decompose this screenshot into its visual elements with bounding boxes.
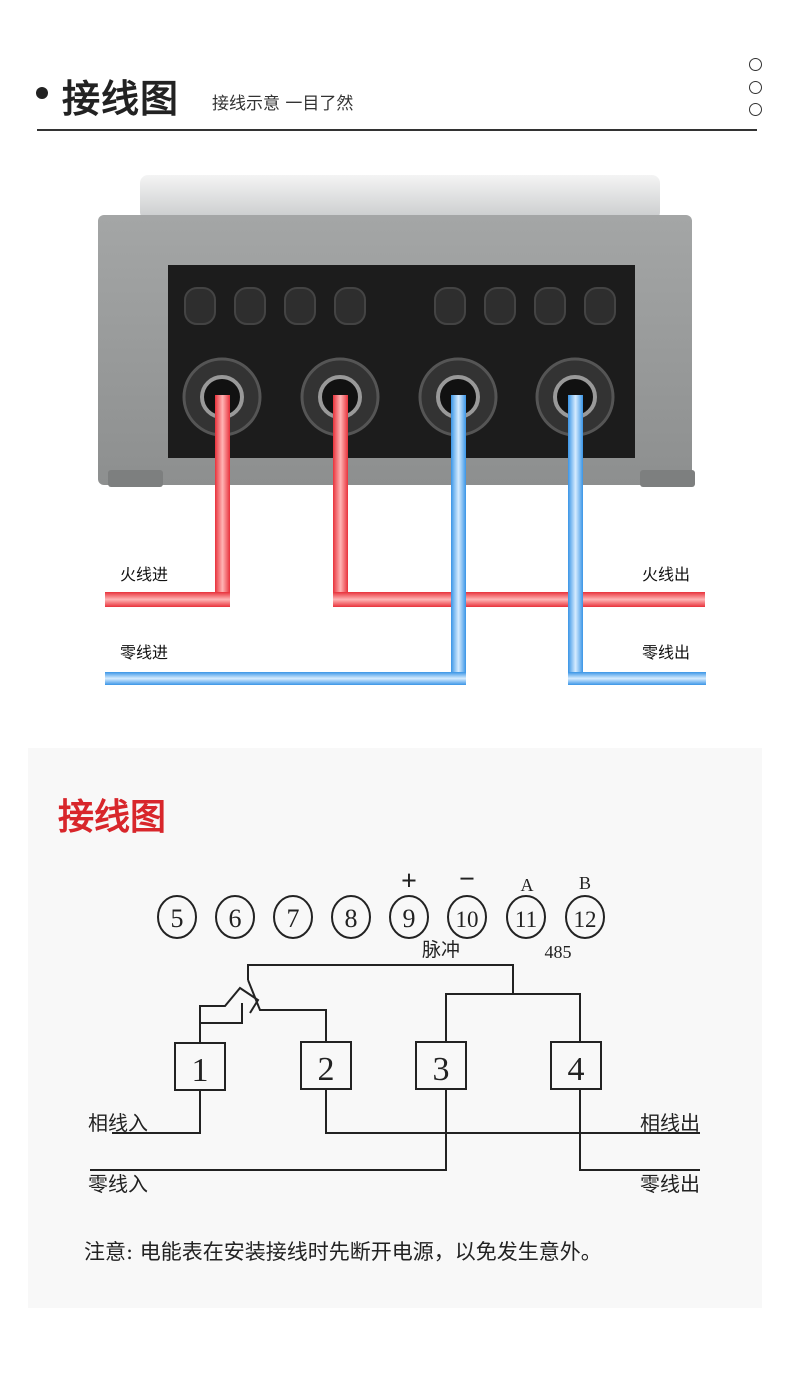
neutral-in-wire bbox=[451, 395, 466, 685]
terminal-10: 10 bbox=[456, 907, 479, 932]
section-subtitle: 接线示意 一目了然 bbox=[212, 94, 354, 114]
live-out-wire bbox=[333, 395, 348, 605]
live-in-wire bbox=[215, 395, 230, 605]
terminal-7: 7 bbox=[287, 904, 300, 933]
phase-out-label: 相线出 bbox=[640, 1111, 700, 1135]
terminal-4-label: 4 bbox=[568, 1051, 585, 1088]
circle-icon bbox=[749, 81, 762, 94]
meter-wiring-photo bbox=[98, 175, 706, 685]
section-title: 接线图 bbox=[62, 77, 180, 121]
terminal-12: 12 bbox=[574, 907, 597, 932]
terminal-6: 6 bbox=[229, 904, 242, 933]
terminal-9: 9 bbox=[403, 904, 416, 933]
phase-in-label: 相线入 bbox=[88, 1111, 148, 1135]
minus-label: − bbox=[459, 864, 475, 895]
live-in-label: 火线进 bbox=[120, 565, 169, 584]
b-label: B bbox=[579, 873, 591, 893]
safety-note: 注意: 电能表在安装接线时先断开电源，以免发生意外。 bbox=[84, 1240, 602, 1264]
terminal-box-3 bbox=[415, 1041, 467, 1090]
terminal-11: 11 bbox=[515, 907, 537, 932]
pulse-label: 脉冲 bbox=[422, 939, 460, 961]
top-terminals bbox=[157, 895, 605, 939]
neutral-in-label: 零线入 bbox=[88, 1172, 148, 1196]
schematic-panel bbox=[28, 748, 762, 1308]
circle-icon bbox=[749, 58, 762, 71]
rs485-label: 485 bbox=[545, 942, 572, 962]
plus-label: + bbox=[401, 866, 417, 897]
schematic-title: 接线图 bbox=[58, 797, 167, 838]
terminal-1-label: 1 bbox=[192, 1052, 209, 1089]
terminal-2-label: 2 bbox=[318, 1051, 335, 1088]
divider bbox=[37, 129, 757, 131]
terminal-5: 5 bbox=[171, 904, 184, 933]
terminal-box-4 bbox=[550, 1041, 602, 1090]
neutral-in-label: 零线进 bbox=[120, 643, 169, 662]
terminal-8: 8 bbox=[345, 904, 358, 933]
bullet-icon bbox=[36, 87, 48, 99]
neutral-out-label: 零线出 bbox=[640, 1172, 700, 1196]
terminal-3-label: 3 bbox=[433, 1051, 450, 1088]
neutral-out-wire bbox=[568, 395, 583, 685]
neutral-out-label: 零线出 bbox=[642, 643, 691, 662]
live-out-label: 火线出 bbox=[642, 565, 691, 584]
transparent-cover bbox=[140, 175, 660, 220]
a-label: A bbox=[521, 875, 534, 895]
circle-icon bbox=[749, 103, 762, 116]
